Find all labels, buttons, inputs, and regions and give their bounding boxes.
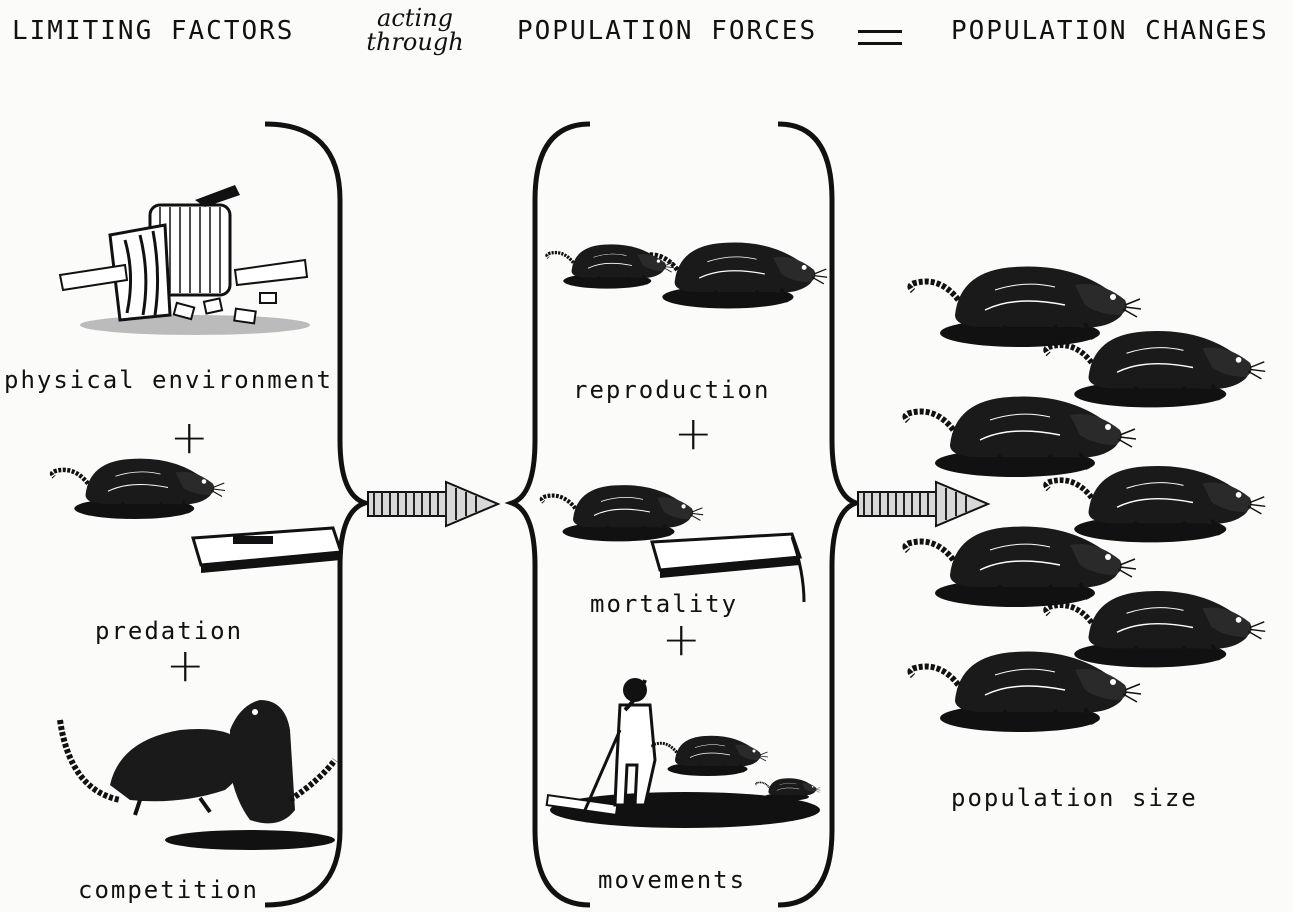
rat-4 [1046, 466, 1265, 542]
label-competition: competition [78, 876, 259, 904]
predation-illustration [48, 450, 338, 580]
competition-illustration [50, 690, 340, 860]
label-physical-environment: physical environment [4, 366, 333, 394]
mortality-illustration [542, 472, 812, 607]
rat-1 [910, 267, 1141, 347]
population-size-illustration [900, 250, 1290, 750]
label-movements: movements [598, 866, 746, 894]
rat-6 [1046, 591, 1265, 667]
plus-2: + [166, 642, 205, 688]
label-population-size: population size [951, 784, 1198, 812]
rat-3 [905, 397, 1136, 477]
plus-4: + [662, 616, 701, 662]
physical-environment-illustration [55, 185, 325, 345]
reproduction-illustration [540, 228, 830, 338]
arrow-1 [368, 482, 498, 526]
plus-3: + [674, 410, 713, 456]
label-reproduction: reproduction [573, 376, 770, 404]
movements-illustration [545, 670, 825, 840]
